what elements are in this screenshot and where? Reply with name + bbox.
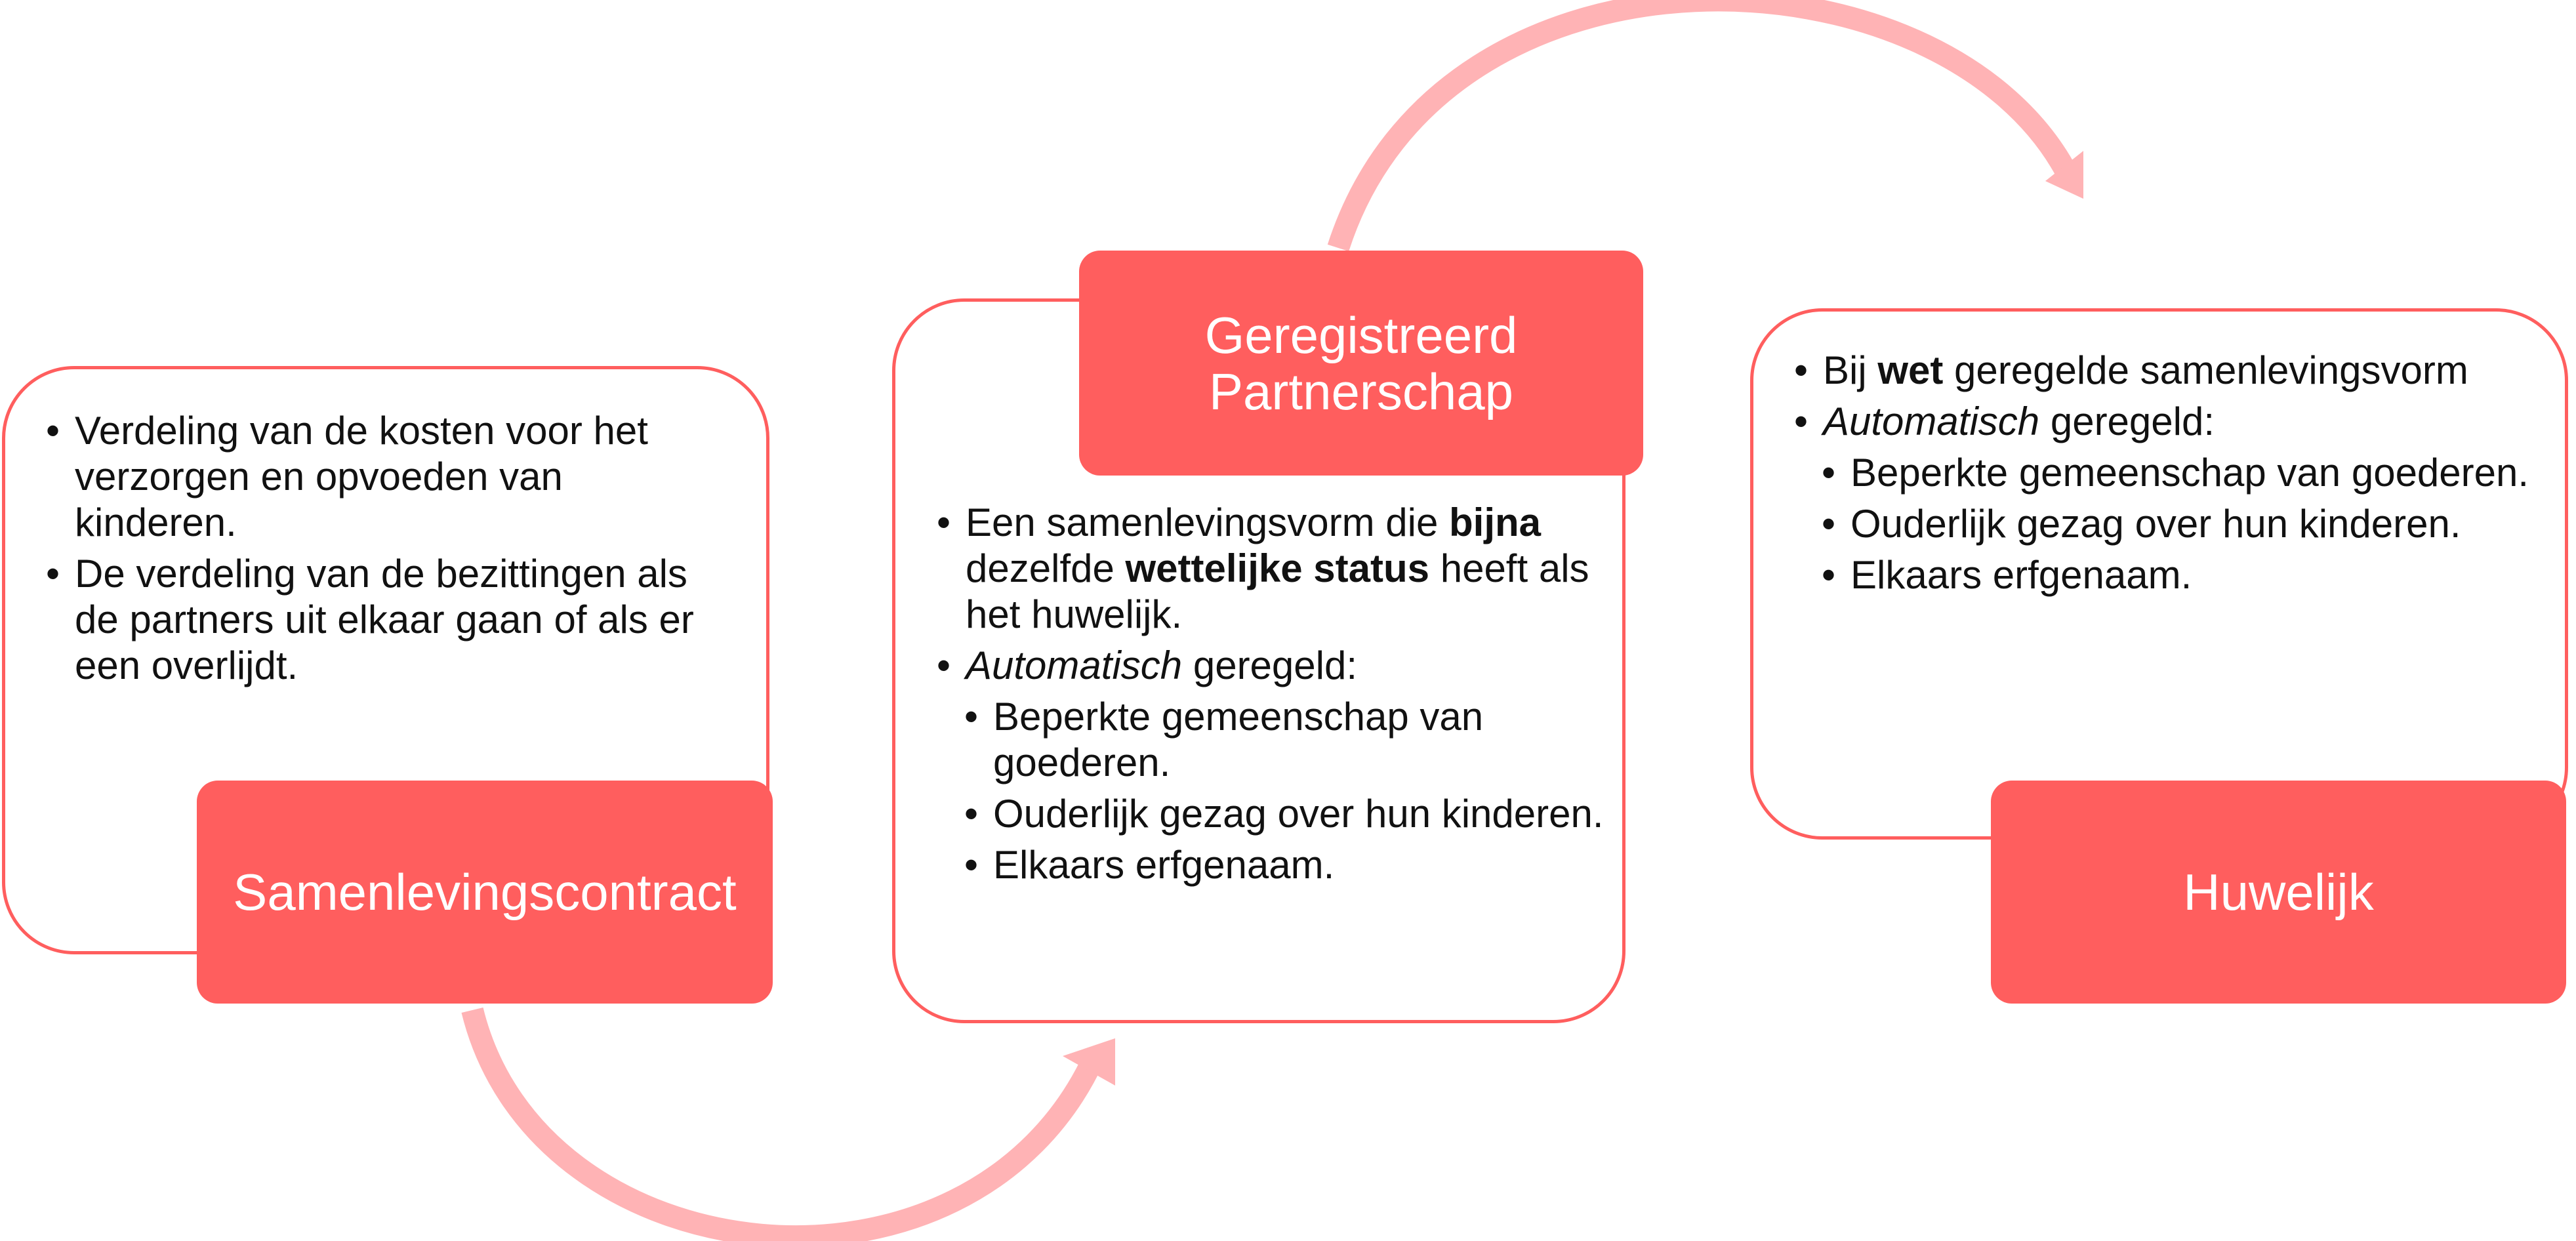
huwelijk-bullets: Bij wet geregelde samenlevingsvorm Autom… bbox=[1794, 348, 2555, 603]
arrowhead-icon bbox=[1063, 1038, 1115, 1086]
arrow-partnerschap-to-huwelijk bbox=[1327, 0, 2083, 252]
sub-bullet-item: Ouderlijk gezag over hun kinderen. bbox=[964, 791, 1612, 837]
stage-title: Huwelijk bbox=[2183, 863, 2374, 921]
huwelijk-label: Huwelijk bbox=[1991, 781, 2566, 1004]
stage-title-line2: Partnerschap bbox=[1209, 362, 1513, 420]
stage-title-line1: Geregistreerd bbox=[1204, 306, 1518, 364]
samenlevingscontract-bullets: Verdeling van de kosten voor het verzorg… bbox=[46, 408, 728, 694]
samenlevingscontract-label: Samenlevingscontract bbox=[197, 781, 773, 1004]
bullet-item: Verdeling van de kosten voor het verzorg… bbox=[46, 408, 728, 546]
sub-bullet-item: Elkaars erfgenaam. bbox=[1822, 552, 2555, 598]
sub-bullet-item: Ouderlijk gezag over hun kinderen. bbox=[1822, 501, 2555, 547]
bullet-item: Automatisch geregeld: bbox=[937, 643, 1612, 689]
partnerschap-label: Geregistreerd Partnerschap bbox=[1079, 251, 1643, 476]
sub-bullet-item: Elkaars erfgenaam. bbox=[964, 842, 1612, 888]
bullet-item: Bij wet geregelde samenlevingsvorm bbox=[1794, 348, 2555, 394]
bullet-item: Automatisch geregeld: bbox=[1794, 399, 2555, 445]
bullet-item: Een samenlevingsvorm die bijna dezelfde … bbox=[937, 500, 1612, 638]
stage-title: Samenlevingscontract bbox=[233, 863, 737, 921]
sub-bullet-item: Beperkte gemeenschap van goederen. bbox=[964, 694, 1612, 786]
partnerschap-bullets: Een samenlevingsvorm die bijna dezelfde … bbox=[937, 500, 1612, 893]
bullet-item: De verdeling van de bezittingen als de p… bbox=[46, 551, 728, 689]
sub-bullet-item: Beperkte gemeenschap van goederen. bbox=[1822, 450, 2555, 496]
arrowhead-icon bbox=[2045, 151, 2083, 199]
arrow-contract-to-partnerschap bbox=[461, 1007, 1115, 1241]
